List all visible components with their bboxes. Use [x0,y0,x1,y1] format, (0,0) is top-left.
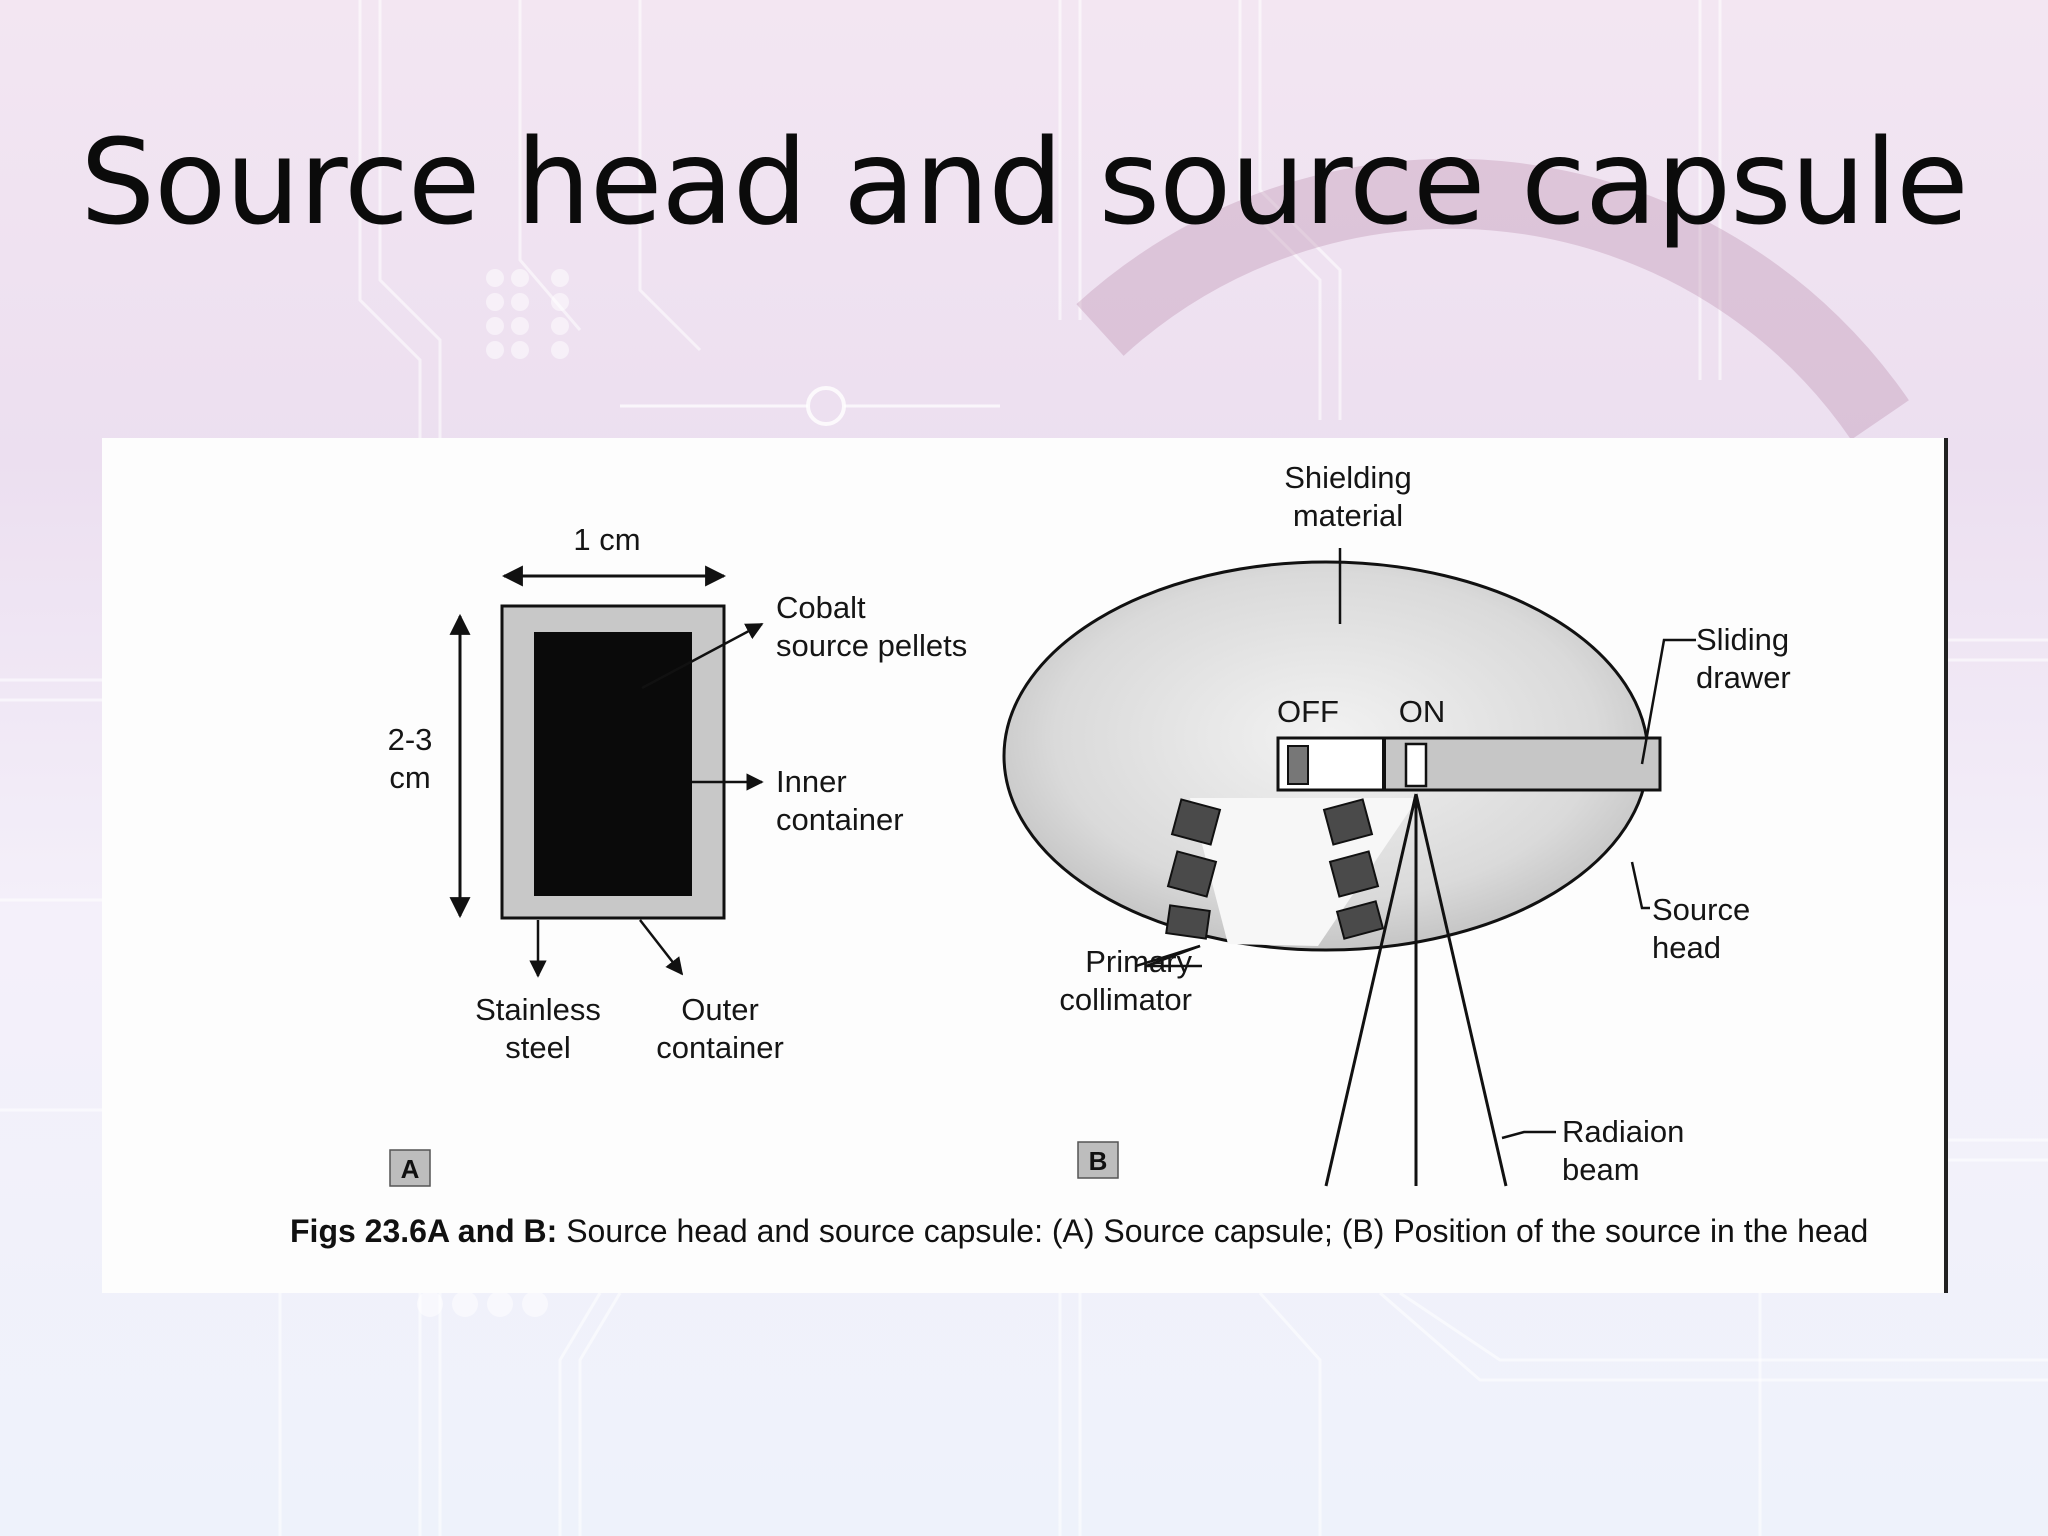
panel-b-badge [1077,1141,1119,1179]
height-label-line1: 2-3 [388,722,433,757]
primary-collimator-blocks [1165,798,1385,940]
figure-caption: Figs 23.6A and B: Source head and source… [290,1213,1868,1249]
panel-a-letter: A [401,1154,420,1184]
figure-b-source-head: OFF ON Shielding material Sliding drawer… [1002,460,1791,1187]
figure-panel: 1 cm 2-3 cm Cobalt source pellets Inner … [102,438,1948,1293]
panel-a-badge [389,1149,431,1187]
pellets-label-line1: Cobalt [776,590,866,625]
source-head-label-line2: head [1652,930,1721,965]
radiation-beam-lines [1324,793,1508,1187]
stainless-label-line2: steel [505,1030,570,1065]
off-label: OFF [1277,694,1339,729]
stainless-label-line1: Stainless [475,992,601,1027]
sliding-drawer-on-segment [1382,736,1662,792]
beam-label-line1: Radiaion [1562,1114,1684,1149]
inner-label-line2: container [776,802,904,837]
source-head-pointer [1630,861,1650,910]
outer-label-line1: Outer [681,992,759,1027]
source-off-position [1287,745,1309,785]
source-head-label-line1: Source [1652,892,1750,927]
pellets-label-line2: source pellets [776,628,967,663]
shielding-label-line1: Shielding [1284,460,1412,495]
pellets-pointer [641,622,764,690]
figure-a-source-capsule: 1 cm 2-3 cm Cobalt source pellets Inner … [388,522,967,1187]
width-label: 1 cm [573,522,640,557]
caption-bold: Figs 23.6A and B: [290,1213,557,1249]
outer-label-line2: container [656,1030,784,1065]
outer-container-pointer [639,919,684,976]
cobalt-pellets-core [534,632,692,896]
figure-diagram: 1 cm 2-3 cm Cobalt source pellets Inner … [290,460,1868,1249]
source-on-position [1404,742,1428,788]
height-label-line2: cm [389,760,430,795]
shielding-label-line2: material [1293,498,1403,533]
drawer-label-line2: drawer [1696,660,1791,695]
slide-title: Source head and source capsule [80,113,1969,251]
on-label: ON [1399,694,1446,729]
collimator-label-line2: collimator [1059,982,1192,1017]
drawer-pointer [1640,638,1696,765]
collimator-label-line1: Primary [1085,944,1192,979]
beam-label-line2: beam [1562,1152,1640,1187]
panel-b-letter: B [1089,1146,1108,1176]
inner-label-line1: Inner [776,764,847,799]
caption-text: Source head and source capsule: (A) Sour… [557,1213,1868,1249]
drawer-label-line1: Sliding [1696,622,1789,657]
collimator-pointer-line [1135,944,1201,968]
beam-pointer [1501,1130,1556,1140]
